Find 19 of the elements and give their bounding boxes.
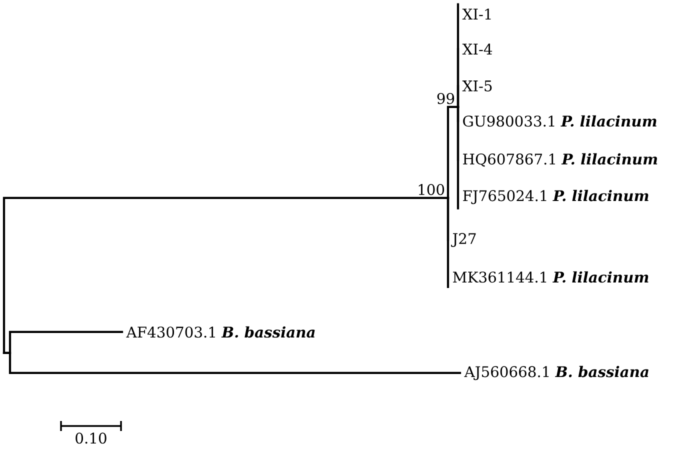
taxon-label: J27: [451, 233, 476, 247]
scale-label: 0.10: [76, 432, 106, 444]
bootstrap-value: 99: [437, 92, 454, 104]
branch-line: [2, 352, 462, 374]
taxon-label: XI-5: [462, 80, 492, 92]
branch-line: [2, 196, 450, 354]
branch-line: [456, 84, 460, 108]
taxon-label: AF430703.1 B. bassiana: [126, 326, 315, 338]
taxon-label: AJ560668.1 B. bassiana: [464, 366, 648, 380]
taxon-label: MK361144.1 P. lilacinum: [453, 271, 648, 283]
bootstrap-value: 100: [418, 184, 444, 196]
taxon-label: XI-4: [462, 44, 492, 54]
branch-line: [446, 106, 460, 200]
branch-line: [446, 196, 450, 288]
branch-line: [456, 106, 460, 210]
taxon-label: FJ765024.1 P. lilacinum: [463, 190, 648, 204]
taxon-label: HQ607867.1 P. lilacinum: [463, 153, 658, 167]
taxon-label: XI-1: [462, 8, 491, 20]
taxon-label: GU980033.1 P. lilacinum: [463, 115, 656, 127]
